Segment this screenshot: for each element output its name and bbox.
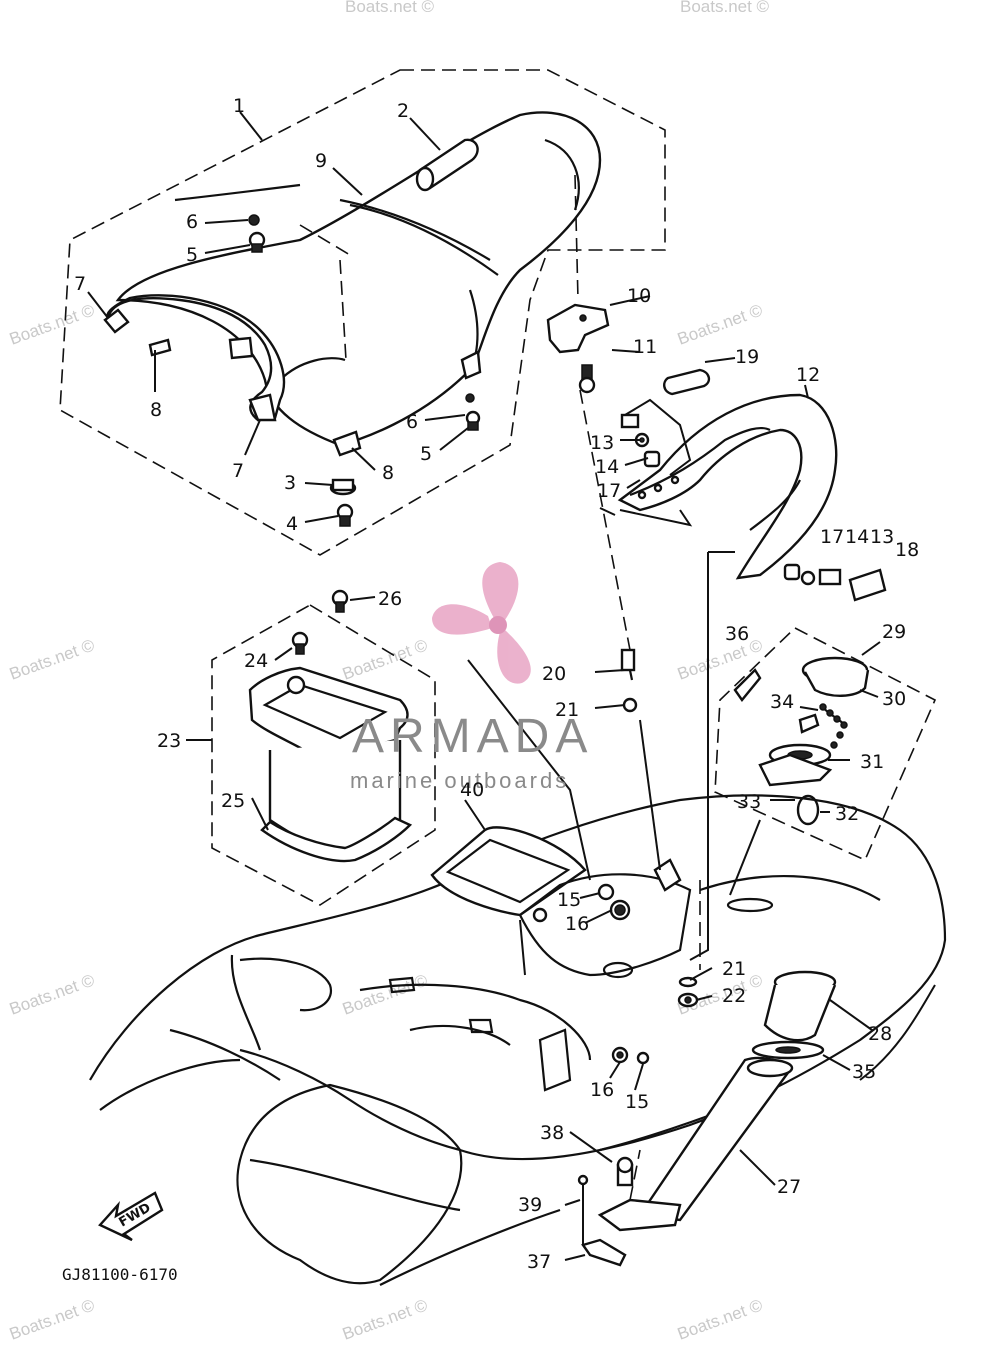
part-29-filler: [733, 656, 870, 826]
part-label-17: 17: [597, 480, 621, 502]
part-label-35: 35: [852, 1061, 876, 1083]
watermark-text: Boats.net ©: [680, 0, 770, 16]
brand-tagline: marine outboards: [350, 768, 569, 793]
handle-leader-lines: [579, 295, 809, 651]
part-label-39: 39: [518, 1194, 542, 1216]
part-label-5: 5: [420, 443, 432, 465]
part-label-6: 6: [406, 411, 418, 433]
part-23-storage-bin: [248, 589, 413, 863]
part-label-27: 27: [777, 1176, 801, 1198]
part-label-8: 8: [382, 462, 394, 484]
storage-leader-lines: [186, 596, 376, 831]
part-label-24: 24: [244, 650, 268, 672]
part-label-30: 30: [882, 688, 906, 710]
part-label-29: 29: [882, 621, 906, 643]
part-label-16: 16: [590, 1079, 614, 1101]
hull-deck: [89, 794, 947, 1286]
part-2-cushion: [415, 138, 479, 192]
part-label-11: 11: [633, 336, 657, 358]
part-label-25: 25: [221, 790, 245, 812]
part-40-lid-gasket: [430, 826, 587, 917]
watermark-text: Boats.net ©: [345, 0, 435, 16]
part-label-16: 16: [565, 913, 589, 935]
part-label-12: 12: [796, 364, 820, 386]
part-label-32: 32: [835, 803, 859, 825]
part-label-13: 13: [590, 432, 614, 454]
part-label-22: 22: [722, 985, 746, 1007]
part-label-13: 13: [870, 526, 894, 548]
part-label-21: 21: [722, 958, 746, 980]
part-label-23: 23: [157, 730, 181, 752]
part-label-36: 36: [725, 623, 749, 645]
propeller-icon: [432, 562, 531, 684]
part-label-8: 8: [150, 399, 162, 421]
lower-leader-lines: [464, 551, 936, 1261]
watermark-text: Boats.net ©: [340, 970, 431, 1018]
part-label-17: 17: [820, 526, 844, 548]
part-label-6: 6: [186, 211, 198, 233]
part-label-4: 4: [286, 513, 298, 535]
part-label-37: 37: [527, 1251, 551, 1273]
part-label-40: 40: [460, 779, 484, 801]
part-label-15: 15: [557, 889, 581, 911]
part-10-bracket: [546, 303, 610, 354]
part-11-bolt: [578, 364, 596, 394]
handle-fasteners: [620, 413, 887, 602]
part-label-7: 7: [74, 273, 86, 295]
watermark-text: Boats.net ©: [7, 1295, 98, 1343]
part-label-1: 1: [233, 95, 245, 117]
storage-box-boundary: [211, 604, 436, 906]
seat-leader-lines: [87, 111, 579, 523]
brand-name: ARMADA: [352, 710, 593, 763]
lower-fuel-parts: [577, 970, 837, 1267]
part-19-clip: [663, 368, 711, 396]
part-label-10: 10: [627, 285, 651, 307]
part-7-strap: [103, 294, 286, 422]
part-labels: 1 2 9 6 5 7 8 7 3 4 8 6 5 10 11 19 12 13…: [74, 95, 919, 1273]
part-label-26: 26: [378, 588, 402, 610]
part-label-14: 14: [845, 526, 869, 548]
part-12-grab-handle: [617, 393, 838, 580]
diagram-code: GJ81100-6170: [62, 1265, 178, 1284]
watermark-text: Boats.net ©: [7, 635, 98, 683]
watermark-text: Boats.net ©: [7, 970, 98, 1018]
part-label-38: 38: [540, 1122, 564, 1144]
part-label-9: 9: [315, 150, 327, 172]
part-label-7: 7: [232, 460, 244, 482]
watermark-text: Boats.net ©: [340, 635, 431, 683]
part-label-2: 2: [397, 100, 409, 122]
part-label-15: 15: [625, 1091, 649, 1113]
part-label-31: 31: [860, 751, 884, 773]
seat-fasteners: [248, 214, 482, 527]
seat-assembly-boundary: [59, 69, 666, 556]
filler-leader-lines: [770, 641, 881, 813]
part-label-28: 28: [868, 1023, 892, 1045]
part-label-14: 14: [595, 456, 619, 478]
watermark-text: Boats.net ©: [675, 300, 766, 348]
part-label-18: 18: [895, 539, 919, 561]
part-label-5: 5: [186, 244, 198, 266]
part-label-21: 21: [555, 699, 579, 721]
part-label-33: 33: [737, 791, 761, 813]
compartment-frame: [519, 858, 692, 977]
seat: [115, 111, 602, 447]
watermark-text: Boats.net ©: [675, 1295, 766, 1343]
watermark-text: Boats.net ©: [340, 1295, 431, 1343]
part-label-34: 34: [770, 691, 794, 713]
part-label-19: 19: [735, 346, 759, 368]
part-label-3: 3: [284, 472, 296, 494]
fwd-arrow-icon: FWD: [98, 1191, 164, 1242]
filler-assembly-boundary: [714, 627, 937, 862]
part-label-20: 20: [542, 663, 566, 685]
watermark-text: Boats.net ©: [7, 300, 98, 348]
